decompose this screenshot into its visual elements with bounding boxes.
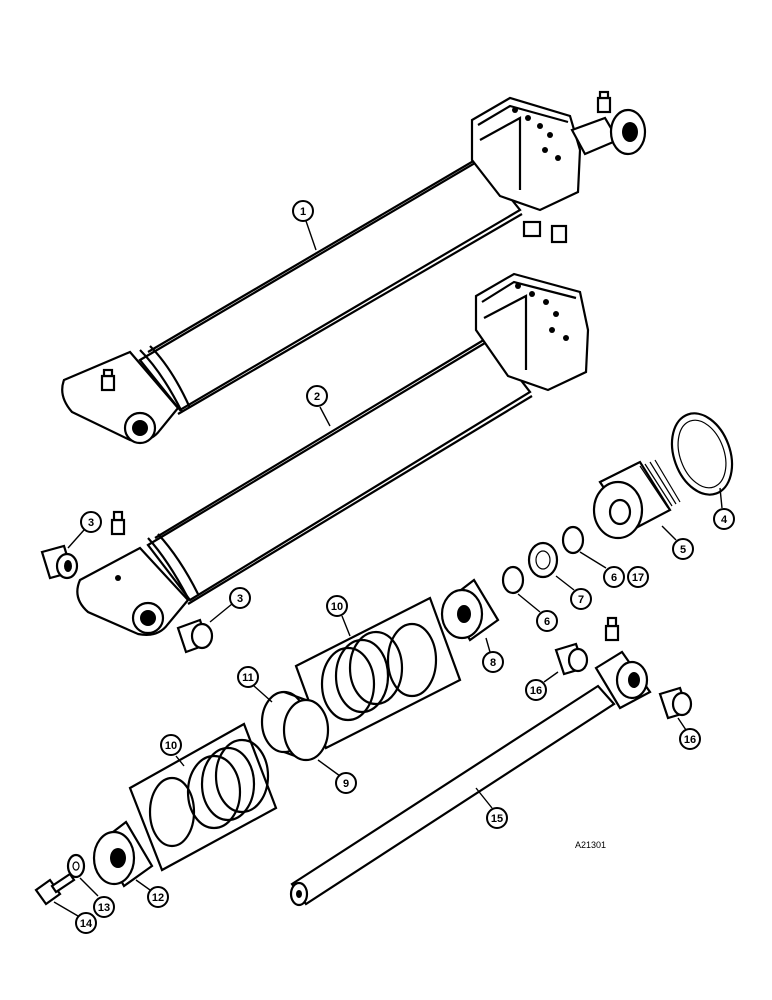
svg-text:16: 16 [530,685,542,697]
callout-17: 17 [627,566,649,588]
callout-16-right: 16 [679,728,701,750]
callout-12: 12 [147,886,169,908]
callout-3-left: 3 [80,511,102,533]
callouts: 1 2 3 3 4 5 [53,200,735,934]
svg-text:6: 6 [544,616,550,628]
callout-7: 7 [570,588,592,610]
gland-8 [440,578,500,642]
callout-10-lower: 10 [160,734,182,756]
svg-text:10: 10 [165,740,177,752]
callout-11: 11 [237,666,259,688]
svg-text:3: 3 [88,517,94,529]
ring-6 [501,565,525,595]
bolt-14 [34,872,76,906]
callout-15: 15 [486,807,508,829]
svg-text:3: 3 [237,593,243,605]
callout-16-left: 16 [525,679,547,701]
callout-4: 4 [713,508,735,530]
svg-text:17: 17 [632,572,644,584]
bushing-16-left [554,642,589,676]
callout-3-right: 3 [229,587,251,609]
callout-6-upper: 6 [603,566,625,588]
seal-kit-10-lower [128,722,278,872]
callout-9: 9 [335,772,357,794]
svg-text:14: 14 [80,918,93,930]
ring-6-17 [561,525,585,555]
drawing-reference-code: A21301 [575,840,606,850]
callout-14: 14 [75,912,97,934]
svg-text:1: 1 [300,206,306,218]
callout-10-upper: 10 [326,595,348,617]
svg-text:8: 8 [490,657,496,669]
svg-text:12: 12 [152,892,164,904]
piston-5 [592,459,681,540]
svg-text:5: 5 [680,544,686,556]
bushing-3-left [40,544,79,580]
washer-13 [66,853,86,879]
svg-text:10: 10 [331,601,343,613]
svg-text:15: 15 [491,813,503,825]
bushing-3-right [176,618,214,654]
svg-text:2: 2 [314,391,320,403]
callout-2: 2 [306,385,328,407]
bearing-7 [527,541,559,579]
svg-text:13: 13 [98,902,110,914]
callout-1: 1 [292,200,314,222]
svg-text:6: 6 [611,572,617,584]
bushing-16-right [658,686,693,720]
cylinder-assembly-2 [76,272,590,636]
piston-rod-15 [289,616,652,907]
piston-12 [92,820,154,888]
cylinder-assembly-1 [61,90,647,445]
grease-fitting-left [110,510,126,536]
svg-text:7: 7 [578,594,584,606]
svg-text:11: 11 [242,672,254,684]
svg-text:16: 16 [684,734,696,746]
seal-ring-4 [670,412,734,496]
spacer-11 [260,690,330,762]
callout-6-lower: 6 [536,610,558,632]
svg-text:4: 4 [721,514,728,526]
callout-13: 13 [93,896,115,918]
callout-8: 8 [482,651,504,673]
callout-5: 5 [672,538,694,560]
svg-text:9: 9 [343,778,349,790]
